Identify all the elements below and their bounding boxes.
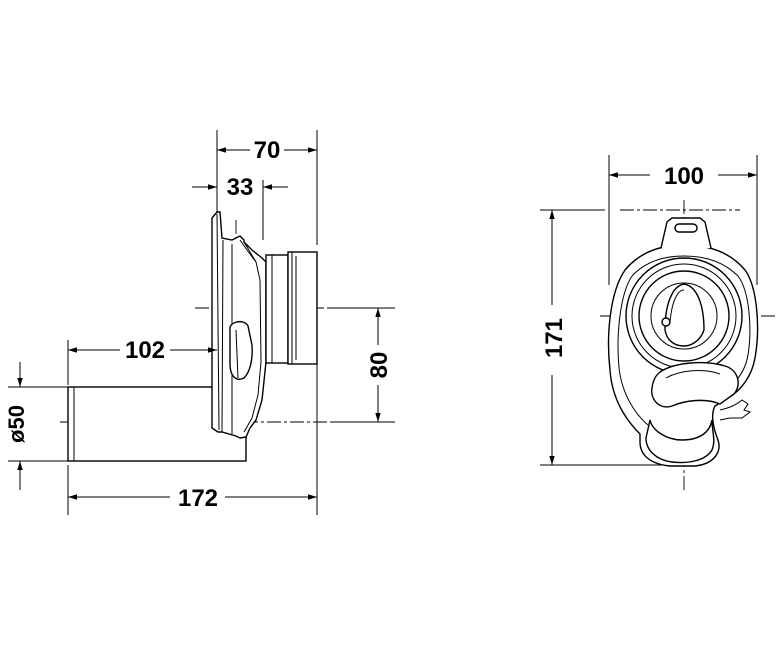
dimension-80-label: 80 [366,352,393,379]
trap-body [607,244,759,467]
dimension-171-label: 171 [541,318,568,358]
front-dimension-lines [549,172,757,465]
side-extension-lines [8,130,395,515]
dimension-70-label: 70 [254,137,281,164]
outlet-spigot [265,251,318,365]
mounting-lug [660,217,712,249]
front-view: 100 171 [540,155,775,490]
lower-body [645,361,752,464]
dimension-100-label: 100 [664,163,704,190]
side-dimension-lines [17,147,381,500]
dimension-172-label: 172 [178,485,218,512]
dimension-33-label: 33 [227,174,254,201]
side-view: 70 33 102 80 ø50 172 [4,130,395,515]
dimension-102-label: 102 [125,337,165,364]
dimension-pipe-diameter-label: ø50 [4,405,29,443]
seal-bump [229,320,253,380]
